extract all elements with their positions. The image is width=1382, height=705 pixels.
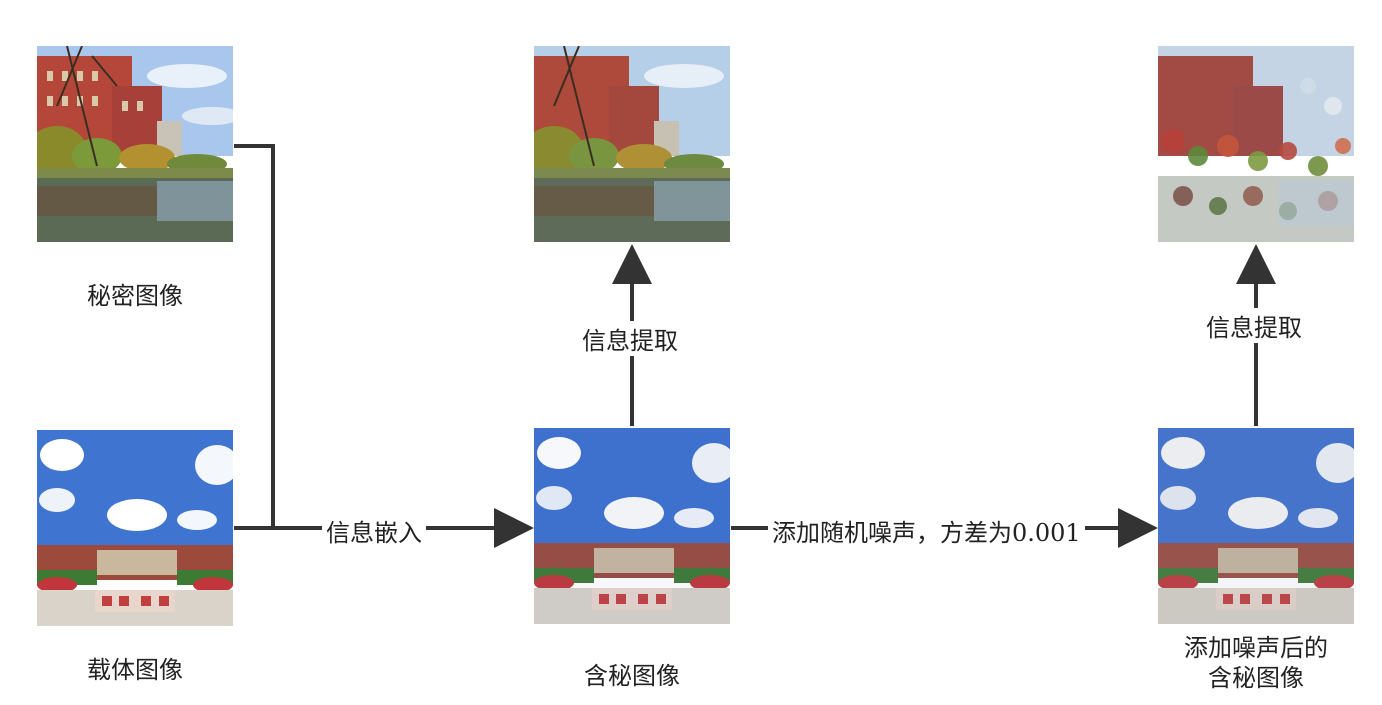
extract-clean-label: 信息提取 xyxy=(578,321,682,356)
secret-to-embed-line xyxy=(234,144,275,528)
stego-image-caption: 含秘图像 xyxy=(584,662,680,690)
extract-noisy-label: 信息提取 xyxy=(1202,308,1306,343)
cover-image-caption: 载体图像 xyxy=(87,656,183,684)
cover-image xyxy=(37,430,233,626)
stego-image xyxy=(534,428,730,624)
noisy-stego-caption-line2: 含秘图像 xyxy=(1208,664,1304,692)
extracted-secret-image xyxy=(534,46,730,242)
secret-image xyxy=(37,46,233,242)
noisy-stego-image xyxy=(1158,428,1354,624)
noisy-stego-caption-line1: 添加噪声后的 xyxy=(1184,634,1328,662)
add-noise-label: 添加随机噪声，方差为0.001 xyxy=(768,513,1085,548)
extracted-noisy-secret-image xyxy=(1158,46,1354,242)
embed-label: 信息嵌入 xyxy=(322,513,426,548)
secret-image-caption: 秘密图像 xyxy=(87,282,183,310)
